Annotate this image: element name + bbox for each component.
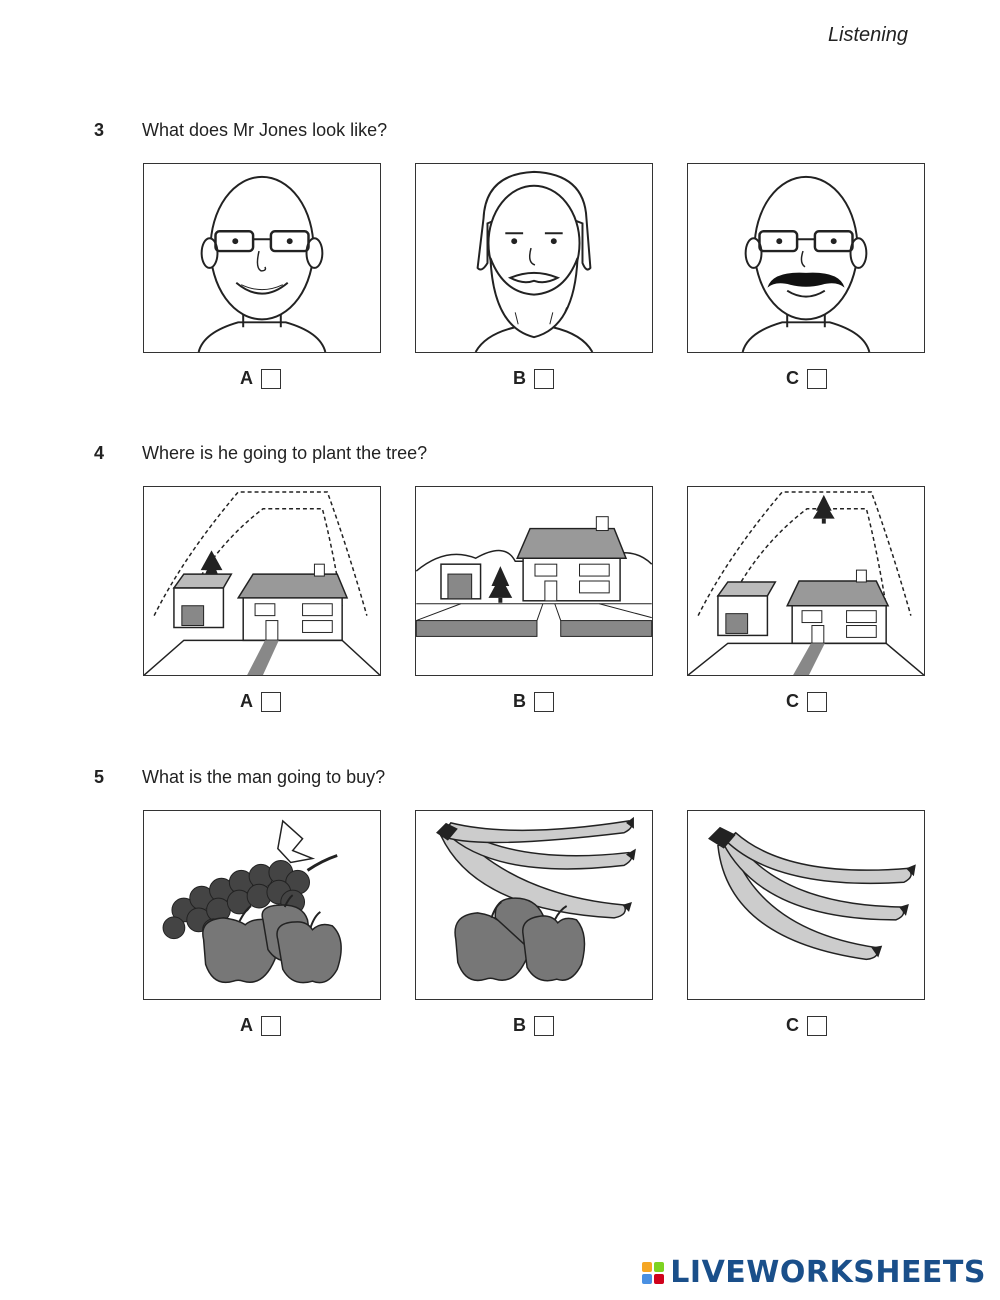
bearded-man-icon: [474, 170, 594, 352]
option-letter: B: [513, 1015, 526, 1035]
question-text: Where is he going to plant the tree?: [142, 443, 428, 463]
picture-option-a[interactable]: [143, 486, 381, 676]
question-3: 3 What does Mr Jones look like?: [0, 120, 1000, 420]
logo-square: [642, 1261, 653, 1272]
logo-square: [654, 1273, 665, 1284]
liveworksheets-logo: LIVEWORKSHEETS: [642, 1255, 986, 1290]
option-c[interactable]: C: [786, 368, 827, 389]
logo-square: [654, 1261, 665, 1272]
picture-option-c[interactable]: [687, 810, 925, 1000]
picture-option-a[interactable]: [143, 810, 381, 1000]
section-header: Listening: [827, 24, 908, 46]
option-c[interactable]: C: [786, 691, 827, 712]
option-a[interactable]: A: [240, 368, 281, 389]
option-b[interactable]: B: [513, 691, 554, 712]
bananas-icon: [708, 826, 916, 961]
picture-option-c[interactable]: [687, 163, 925, 353]
option-b[interactable]: B: [513, 368, 554, 389]
bald-man-glasses-icon: [197, 175, 327, 352]
answer-checkbox-b[interactable]: [534, 691, 554, 712]
picture-option-b[interactable]: [415, 486, 653, 676]
logo-squares-icon: [642, 1261, 665, 1284]
answer-checkbox-c[interactable]: [807, 1015, 827, 1036]
house-street-tree-icon: [416, 516, 652, 637]
house-tree-back-icon: [688, 491, 924, 675]
answer-checkbox-c[interactable]: [807, 691, 827, 712]
picture-option-c[interactable]: [687, 486, 925, 676]
option-letter: B: [513, 691, 526, 711]
bananas-apples-icon: [436, 816, 636, 982]
question-text: What is the man going to buy?: [142, 767, 386, 787]
answer-checkbox-a[interactable]: [261, 691, 281, 712]
option-a[interactable]: A: [240, 1015, 281, 1036]
question-5: 5 What is the man going to buy?: [0, 767, 1000, 1067]
picture-option-b[interactable]: [415, 163, 653, 353]
option-letter: C: [786, 691, 799, 711]
option-letter: C: [786, 368, 799, 388]
question-text: What does Mr Jones look like?: [142, 120, 388, 140]
answer-checkbox-c[interactable]: [807, 368, 827, 389]
answer-checkbox-b[interactable]: [534, 368, 554, 389]
logo-square: [642, 1273, 653, 1284]
option-letter: A: [240, 1015, 253, 1035]
grapes-apples-icon: [162, 819, 342, 984]
answer-checkbox-a[interactable]: [261, 368, 281, 389]
picture-option-a[interactable]: [143, 163, 381, 353]
picture-option-b[interactable]: [415, 810, 653, 1000]
option-letter: B: [513, 368, 526, 388]
option-a[interactable]: A: [240, 691, 281, 712]
option-b[interactable]: B: [513, 1015, 554, 1036]
option-c[interactable]: C: [786, 1015, 827, 1036]
question-number: 5: [94, 767, 105, 787]
house-tree-front-left-icon: [144, 491, 380, 675]
question-number: 3: [94, 120, 105, 140]
option-letter: A: [240, 368, 253, 388]
option-letter: A: [240, 691, 253, 711]
brand-name: LIVEWORKSHEETS: [670, 1255, 986, 1290]
answer-checkbox-b[interactable]: [534, 1015, 554, 1036]
question-4: 4 Where is he going to plant the tree?: [0, 443, 1000, 743]
option-letter: C: [786, 1015, 799, 1035]
bald-man-moustache-icon: [741, 175, 871, 352]
question-number: 4: [94, 443, 105, 463]
answer-checkbox-a[interactable]: [261, 1015, 281, 1036]
